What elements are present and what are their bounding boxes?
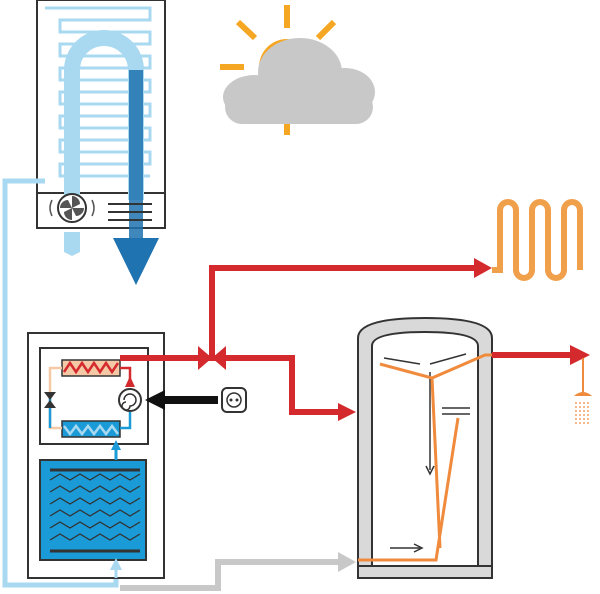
tank-flow-arrows <box>383 353 470 553</box>
power-arrow <box>145 390 218 410</box>
sun-cloud <box>220 5 375 135</box>
return-pipe <box>120 559 340 591</box>
shower-head-icon <box>574 392 592 424</box>
buffer-exchanger <box>39 459 147 561</box>
air-unit <box>36 0 166 285</box>
expansion-valve-icon <box>44 392 56 408</box>
cloud-icon <box>223 38 375 124</box>
power-socket <box>221 387 247 413</box>
heat-pump-unit <box>27 332 165 579</box>
air-out-arrow <box>113 238 159 285</box>
air-in-arrow <box>64 232 80 256</box>
compressor <box>118 388 142 412</box>
hot-water-tank <box>357 316 500 579</box>
vent-slats <box>108 203 152 221</box>
pipe-crossing-icon <box>198 346 226 370</box>
fan-icon <box>49 193 95 223</box>
floor-heating-coil <box>492 199 583 281</box>
airflow-inlet <box>64 30 144 200</box>
